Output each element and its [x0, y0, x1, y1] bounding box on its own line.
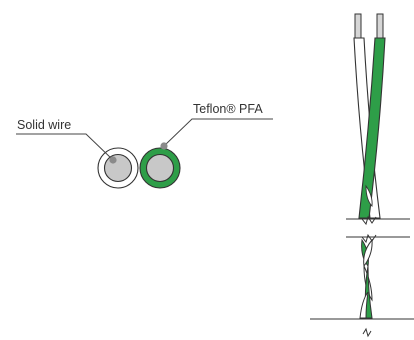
break-line-icon [346, 215, 410, 244]
cross-section: Solid wire Teflon® PFA [16, 102, 273, 189]
twisted-pair-lower [359, 238, 373, 319]
teflon-pfa-label: Teflon® PFA [193, 102, 263, 116]
solid-wire-label: Solid wire [17, 118, 71, 132]
bottom-break-mark [362, 327, 372, 338]
twisted-pair-wire-icon [310, 13, 414, 338]
twist-crossover [365, 184, 373, 207]
teflon-pfa-leader: Teflon® PFA [160, 102, 273, 150]
green-insulated-conductor-icon [139, 147, 181, 189]
white-insulated-conductor-icon [97, 147, 139, 189]
solid-wire-leader: Solid wire [16, 118, 117, 164]
stripped-conductor-ends [354, 13, 384, 40]
